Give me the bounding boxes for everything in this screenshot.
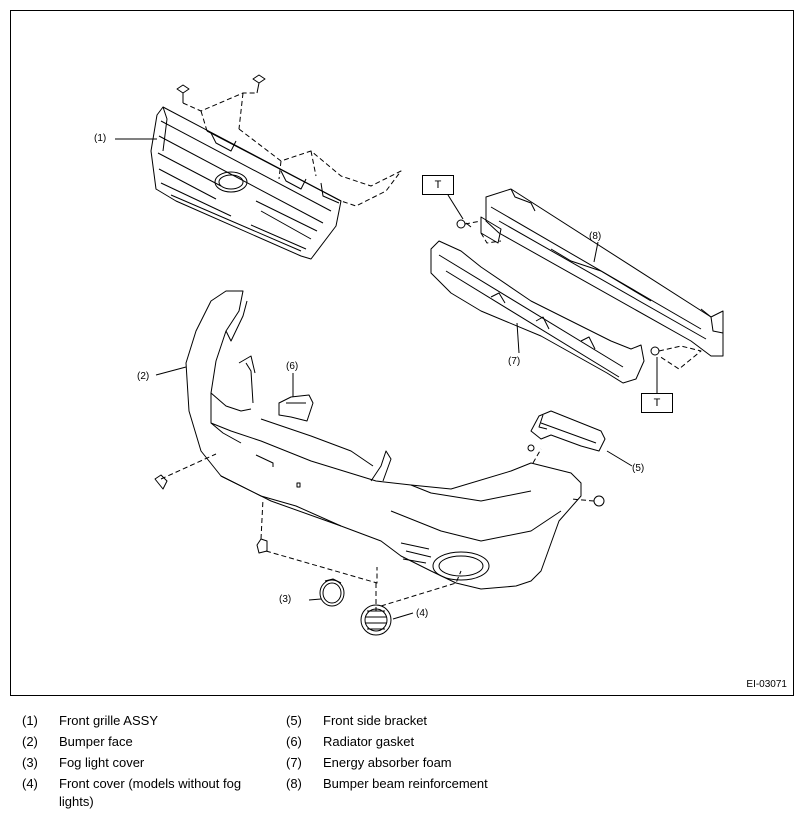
callout-4: (4) bbox=[416, 608, 429, 619]
legend-text: Front cover (models without fog lights) bbox=[59, 776, 242, 809]
legend-number: (5) bbox=[286, 713, 302, 728]
legend-text: Front side bracket bbox=[323, 713, 428, 728]
legend-text: Radiator gasket bbox=[323, 734, 415, 749]
legend-number: (1) bbox=[22, 713, 38, 728]
front-grille-assy-drawing bbox=[150, 74, 342, 260]
legend-column-right: (5) Front side bracket (6) Radiator gask… bbox=[286, 712, 541, 796]
legend-item: (4) Front cover (models without fog ligh… bbox=[22, 775, 277, 811]
bumper-attach-lines bbox=[160, 448, 595, 611]
legend-item: (8) Bumper beam reinforcement bbox=[286, 775, 541, 793]
torque-marker-top: T bbox=[422, 175, 454, 195]
legend-item: (3) Fog light cover bbox=[22, 754, 277, 772]
legend-text: Bumper face bbox=[59, 734, 133, 749]
legend-item: (5) Front side bracket bbox=[286, 712, 541, 730]
energy-absorber-foam-drawing bbox=[430, 240, 645, 384]
callout-7: (7) bbox=[508, 356, 521, 367]
bumper-beam-reinforcement-drawing bbox=[456, 188, 724, 357]
callout-8: (8) bbox=[589, 231, 602, 242]
parts-illustration bbox=[115, 74, 724, 636]
beam-attach-lines bbox=[464, 220, 702, 370]
callout-6: (6) bbox=[286, 361, 299, 372]
legend-text: Bumper beam reinforcement bbox=[323, 776, 488, 791]
torque-marker-bottom: T bbox=[641, 393, 673, 413]
front-side-bracket-drawing bbox=[527, 410, 606, 452]
callout-2: (2) bbox=[137, 371, 150, 382]
callout-1: (1) bbox=[94, 133, 107, 144]
grille-attach-lines bbox=[182, 92, 402, 207]
legend-column-left: (1) Front grille ASSY (2) Bumper face (3… bbox=[22, 712, 277, 814]
front-cover-drawing bbox=[360, 604, 392, 636]
legend-number: (2) bbox=[22, 734, 38, 749]
legend-number: (6) bbox=[286, 734, 302, 749]
legend-item: (2) Bumper face bbox=[22, 733, 277, 751]
legend-number: (8) bbox=[286, 776, 302, 791]
exploded-diagram: (1) (2) (6) (8) (7) (5) (3) (4) T T EI-0… bbox=[10, 10, 794, 696]
bumper-face-drawing bbox=[154, 290, 605, 590]
fog-light-cover-drawing bbox=[319, 578, 345, 607]
legend-text: Energy absorber foam bbox=[323, 755, 452, 770]
legend-text: Fog light cover bbox=[59, 755, 145, 770]
radiator-gasket-drawing bbox=[278, 394, 314, 422]
legend-item: (6) Radiator gasket bbox=[286, 733, 541, 751]
legend-item: (1) Front grille ASSY bbox=[22, 712, 277, 730]
callout-3: (3) bbox=[279, 594, 292, 605]
legend-number: (7) bbox=[286, 755, 302, 770]
legend-number: (3) bbox=[22, 755, 38, 770]
legend-number: (4) bbox=[22, 776, 38, 791]
legend-item: (7) Energy absorber foam bbox=[286, 754, 541, 772]
figure-code: EI-03071 bbox=[746, 679, 787, 690]
callout-leader-lines bbox=[115, 138, 658, 620]
callout-5: (5) bbox=[632, 463, 645, 474]
legend-text: Front grille ASSY bbox=[59, 713, 158, 728]
